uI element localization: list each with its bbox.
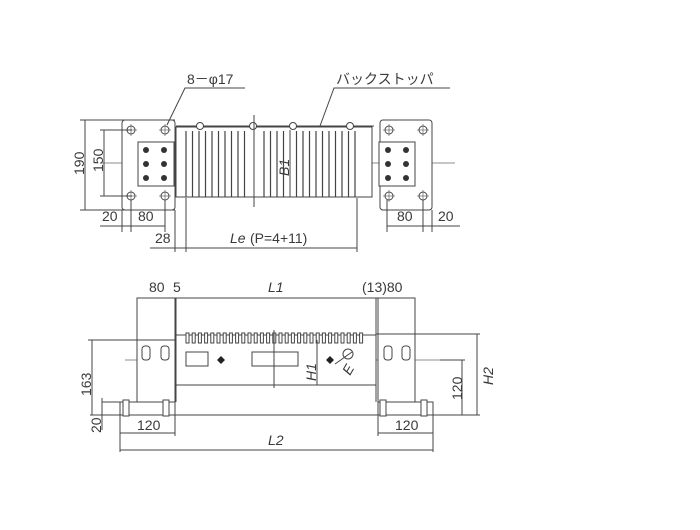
bolt-icon (403, 147, 409, 153)
fin (204, 332, 209, 344)
fin (334, 332, 339, 344)
fin (197, 332, 202, 344)
dim-28: 28 (155, 230, 171, 246)
fins-side (185, 332, 364, 344)
dim-5: 5 (173, 279, 181, 295)
fin (340, 332, 345, 344)
stopper-bolt-icon (249, 122, 257, 130)
bolt-icon (143, 147, 149, 153)
dim-b1: B1 (276, 159, 292, 176)
dim-l1: L1 (268, 279, 284, 295)
fins-top (185, 131, 356, 197)
side-view: 80 5 L1 (13)80 163 20 120 120 L2 H1 E 12… (78, 279, 496, 452)
bolt-icon (160, 345, 170, 361)
dim-le-note: (P=4+11) (250, 230, 307, 246)
fin (191, 332, 196, 344)
stopper-bolt-icon (346, 122, 354, 130)
fin (297, 332, 302, 344)
fin (315, 332, 320, 344)
dim-l2: L2 (268, 432, 284, 448)
fin (185, 332, 190, 344)
dim-le-symbol: Le (230, 230, 246, 246)
fin (278, 332, 283, 344)
dim-120-right: 120 (395, 417, 419, 433)
bolt-icon (161, 161, 167, 167)
marker-icon (217, 356, 225, 364)
stopper-label: バックストッパ (336, 71, 434, 87)
top-view: 8－φ17 バックストッパ 190 150 20 80 28 Le (P=4+1… (71, 71, 460, 252)
fin (241, 332, 246, 344)
fin (253, 332, 258, 344)
fin (284, 332, 289, 344)
bolts (122, 345, 428, 417)
bolt-icon (385, 175, 391, 181)
fin (328, 332, 333, 344)
bolt-icon (161, 147, 167, 153)
fin (235, 332, 240, 344)
bolt-icon (141, 345, 151, 361)
bolt-icon (401, 345, 411, 361)
bolt-icon (161, 175, 167, 181)
hole-label: 8－φ17 (187, 71, 234, 87)
marker-icon (326, 356, 334, 364)
fin (321, 332, 326, 344)
dim-right-80: 80 (397, 208, 413, 224)
dim-120-vertical: 120 (449, 376, 465, 400)
stopper-bolt-icon (196, 122, 204, 130)
dim-120-left: 120 (137, 417, 161, 433)
main-body (175, 126, 373, 198)
dim-20: 20 (88, 417, 104, 433)
fin (359, 332, 364, 344)
hole-leader (166, 87, 245, 126)
dim-163: 163 (78, 372, 94, 396)
slot-left (185, 351, 209, 367)
bolt-icon (403, 161, 409, 167)
fin (266, 332, 271, 344)
fin (309, 332, 314, 344)
bolt-icon (403, 175, 409, 181)
bolt-icon (143, 161, 149, 167)
fin (228, 332, 233, 344)
dim-13-80: (13)80 (362, 279, 403, 295)
bolt-icon (385, 147, 391, 153)
dim-left-80: 80 (138, 208, 154, 224)
dim-190: 190 (71, 151, 87, 175)
dim-h1: H1 (303, 363, 319, 381)
bolt-icon (383, 345, 393, 361)
fin (210, 332, 215, 344)
foot-bolt-icon (379, 399, 387, 417)
dim-h2: H2 (480, 367, 496, 385)
right-block (378, 141, 416, 187)
fin (303, 332, 308, 344)
fin (290, 332, 295, 344)
mount-holes (125, 122, 429, 202)
bolt-icon (143, 175, 149, 181)
fin (346, 332, 351, 344)
foot-bolt-icon (420, 399, 428, 417)
bolt-icon (385, 161, 391, 167)
dim-left-20: 20 (102, 208, 118, 224)
foot-bolt-icon (122, 399, 130, 417)
fin (216, 332, 221, 344)
fin (247, 332, 252, 344)
fin (259, 332, 264, 344)
dim-80-left: 80 (149, 279, 165, 295)
fin (222, 332, 227, 344)
stopper-circle (342, 348, 354, 360)
stopper-bolt-icon (289, 122, 297, 130)
stopper-leader (319, 87, 450, 127)
fin (352, 332, 357, 344)
foot-bolt-icon (162, 399, 170, 417)
slot-center (251, 351, 299, 367)
dim-right-20: 20 (438, 208, 454, 224)
dim-150: 150 (90, 148, 106, 172)
